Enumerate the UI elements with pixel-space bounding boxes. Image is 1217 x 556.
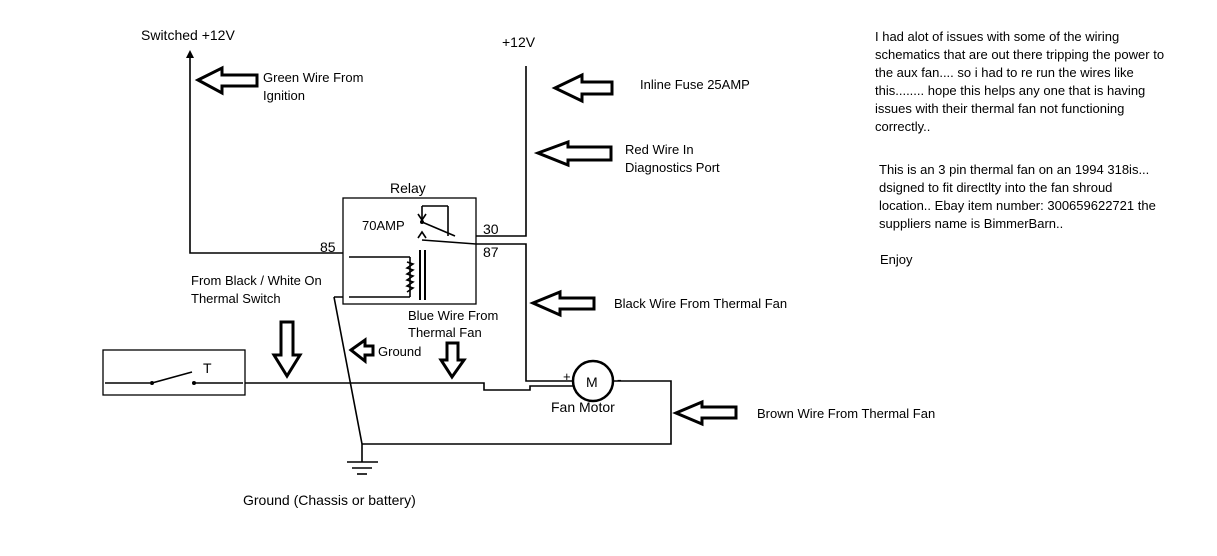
note-line: location.. Ebay item number: 30065962272… [879,198,1156,213]
ground-diagonal-wire [333,296,363,462]
note-line: I had alot of issues with some of the wi… [875,29,1120,44]
pin-30-label: 30 [483,221,499,237]
arrow-black-wire [529,289,596,318]
note-line: this........ hope this helps any one tha… [875,83,1146,98]
arrow-green-wire [194,65,259,96]
note-line: This is an 3 pin thermal fan on an 1994 … [879,162,1150,177]
inline-fuse-label: Inline Fuse 25AMP [640,77,750,92]
motor-m: M [586,374,598,390]
green-wire-label-line2: Ignition [263,88,305,103]
ground-chassis-label: Ground (Chassis or battery) [243,492,416,508]
red-wire-label-line2: Diagnostics Port [625,160,720,175]
relay-amp: 70AMP [362,218,405,233]
arrow-brown-wire [672,399,738,427]
black-wire [476,243,573,382]
black-wire-label: Black Wire From Thermal Fan [614,296,787,311]
arrow-blue-wire [438,341,467,380]
relay [342,197,477,305]
pin-87-label: 87 [483,244,499,260]
blue-wire-label-line2: Thermal Fan [408,325,482,340]
notes-paragraph-2: This is an 3 pin thermal fan on an 1994 … [879,161,1156,233]
note-line: the aux fan.... so i had to re run the w… [875,65,1134,80]
black-white-label-line2: Thermal Switch [191,291,281,306]
ground-label: Ground [378,344,421,359]
red-wire [455,66,527,237]
motor-plus: + [563,369,571,384]
brown-wire-label: Brown Wire From Thermal Fan [757,406,935,421]
notes-enjoy: Enjoy [880,252,913,267]
arrow-inline-fuse [551,72,614,104]
pin-85-label: 85 [320,239,336,255]
note-line: correctly.. [875,119,931,134]
arrow-ground [348,337,375,365]
relay-title: Relay [390,180,426,196]
black-white-label-line1: From Black / White On [191,273,322,288]
blue-wire [195,382,573,391]
notes-paragraph-1: I had alot of issues with some of the wi… [875,28,1164,136]
red-wire-label-line1: Red Wire In [625,142,694,157]
arrow-black-white-switch [271,320,303,379]
motor-minus: - [617,371,622,387]
fan-motor [571,359,615,403]
blue-wire-label-line1: Blue Wire From [408,308,498,323]
thermal-switch[interactable] [102,349,246,396]
fan-motor-label: Fan Motor [551,399,615,415]
green-wire [189,58,343,254]
ground-symbol [347,461,378,475]
switched-12v-label: Switched +12V [141,27,235,43]
note-line: issues with their thermal fan not functi… [875,101,1125,116]
note-line: suppliers name is BimmerBarn.. [879,216,1064,231]
brown-wire [362,380,672,445]
thermal-switch-t: T [203,360,212,376]
green-wire-label-line1: Green Wire From [263,70,363,85]
note-line: dsigned to fit directlty into the fan sh… [879,180,1113,195]
plus-12v-label: +12V [502,34,536,50]
note-line: schematics that are out there tripping t… [875,47,1165,62]
arrow-red-wire [533,139,613,168]
